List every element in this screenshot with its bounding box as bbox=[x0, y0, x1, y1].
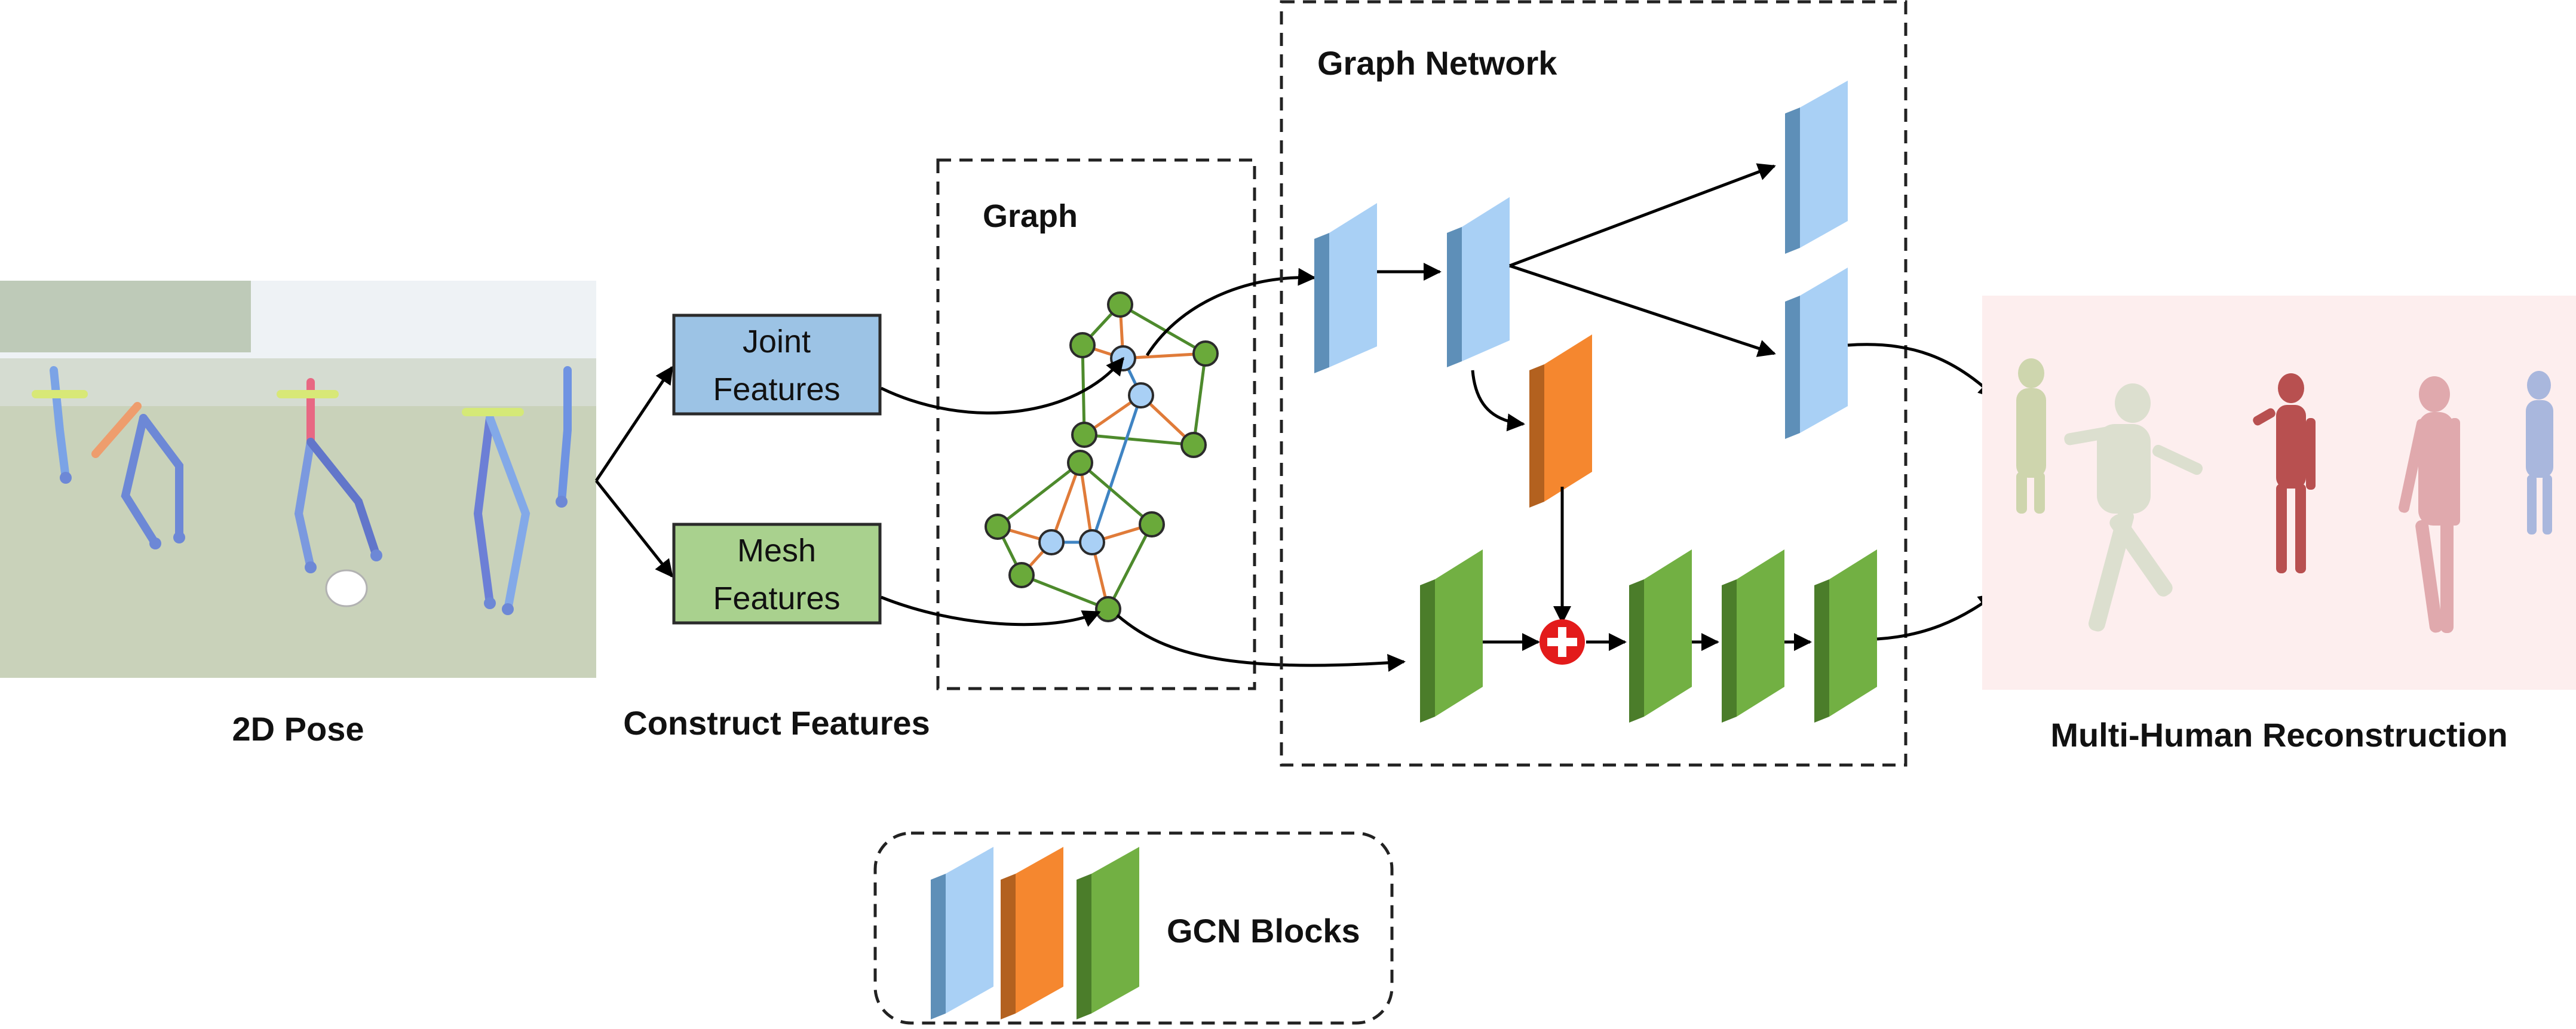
gcn-block-green-2 bbox=[1629, 549, 1692, 723]
arrow-to-joint bbox=[594, 365, 674, 482]
gcn-block-orange bbox=[1529, 334, 1592, 508]
graph-to-joint-branch-arrow bbox=[1145, 268, 1316, 357]
plus-node bbox=[1540, 619, 1585, 665]
graph-to-mesh-branch-arrow bbox=[1116, 614, 1406, 672]
legend-box bbox=[873, 831, 1394, 1025]
joint-features-box: Joint Features bbox=[672, 314, 882, 416]
gcn-block-blue-4 bbox=[1785, 268, 1848, 439]
gcn-block-blue-1 bbox=[1314, 203, 1377, 373]
legend-block-orange bbox=[1001, 847, 1063, 1019]
mesh-to-graph-arrow bbox=[881, 595, 1101, 627]
gcn-block-green-1 bbox=[1420, 549, 1483, 723]
graph-network-label: Graph Network bbox=[1317, 44, 1557, 82]
graph-label: Graph bbox=[983, 198, 1078, 234]
pose-label: 2D Pose bbox=[232, 710, 364, 748]
arrow-to-mesh bbox=[595, 480, 673, 578]
blue2-to-blue3-arrow bbox=[1509, 163, 1776, 268]
gcn-block-green-3 bbox=[1722, 549, 1784, 723]
graph-structure bbox=[985, 291, 1219, 622]
graph-box bbox=[936, 158, 1256, 690]
blue2-to-orange-arrow bbox=[1471, 370, 1525, 432]
mesh-features-line1: Mesh bbox=[737, 533, 816, 569]
mesh-features-line2: Features bbox=[713, 580, 840, 616]
gcn-block-green-4 bbox=[1814, 549, 1877, 723]
gcn-block-blue-3 bbox=[1785, 81, 1848, 254]
gcn-block-blue-2 bbox=[1447, 197, 1510, 367]
pose-image bbox=[0, 281, 596, 678]
legend-block-blue bbox=[931, 847, 993, 1019]
graph-network-box bbox=[1280, 0, 1908, 767]
joint-features-line2: Features bbox=[713, 371, 840, 407]
joint-features-line1: Joint bbox=[743, 324, 811, 360]
construct-features-label: Construct Features bbox=[623, 704, 930, 742]
reconstruction-image bbox=[1982, 296, 2576, 690]
mesh-features-box: Mesh Features bbox=[672, 523, 882, 625]
reconstruction-label: Multi-Human Reconstruction bbox=[2050, 716, 2507, 754]
green4-to-recon-arrow bbox=[1876, 592, 1997, 641]
legend-block-green bbox=[1077, 847, 1139, 1019]
joint-to-graph-arrow bbox=[880, 357, 1124, 414]
legend-label: GCN Blocks bbox=[1167, 912, 1360, 950]
blue4-to-recon-arrow bbox=[1847, 343, 1997, 399]
blue2-to-blue4-arrow bbox=[1509, 264, 1776, 357]
